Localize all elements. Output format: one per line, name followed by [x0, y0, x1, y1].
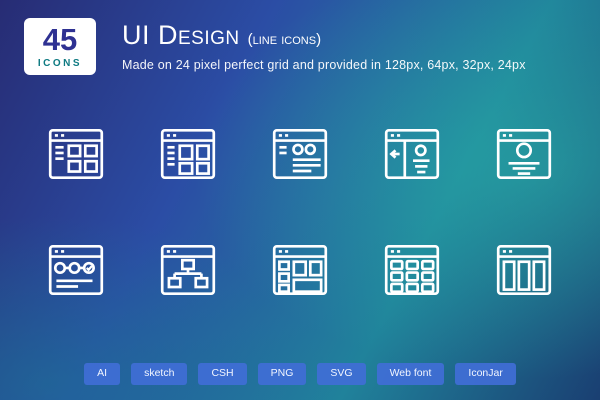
window-sidebar-cards-icon	[155, 121, 221, 187]
header: 45 ICONS UI Design (line icons) Made on …	[24, 18, 526, 75]
window-contact-list-icon	[267, 121, 333, 187]
format-tag-csh[interactable]: CSH	[198, 363, 247, 385]
format-tag-ai[interactable]: AI	[84, 363, 121, 385]
format-tag-svg[interactable]: SVG	[317, 363, 366, 385]
tagline: Made on 24 pixel perfect grid and provid…	[122, 58, 526, 72]
icon-count-label: ICONS	[37, 58, 83, 69]
count-badge: 45 ICONS	[24, 18, 96, 75]
window-column-layout-icon	[491, 237, 557, 303]
format-tag-png[interactable]: PNG	[257, 363, 307, 385]
title-block: UI Design (line icons) Made on 24 pixel …	[122, 18, 526, 72]
format-tag-row: AI sketch CSH PNG SVG Web font IconJar	[0, 363, 600, 385]
window-data-table-icon	[379, 237, 445, 303]
format-tag-webfont[interactable]: Web font	[376, 363, 445, 385]
icon-grid	[0, 121, 600, 303]
format-tag-iconjar[interactable]: IconJar	[455, 363, 516, 385]
window-progress-steps-icon	[43, 237, 109, 303]
page-title-note: (line icons)	[247, 31, 322, 48]
window-sitemap-icon	[155, 237, 221, 303]
icon-count: 45	[42, 22, 78, 57]
window-sidebar-grid-icon	[43, 121, 109, 187]
page-title: UI Design	[122, 20, 240, 50]
window-profile-page-icon	[491, 121, 557, 187]
window-slide-menu-profile-icon	[379, 121, 445, 187]
format-tag-sketch[interactable]: sketch	[131, 363, 188, 385]
window-layout-blocks-icon	[267, 237, 333, 303]
